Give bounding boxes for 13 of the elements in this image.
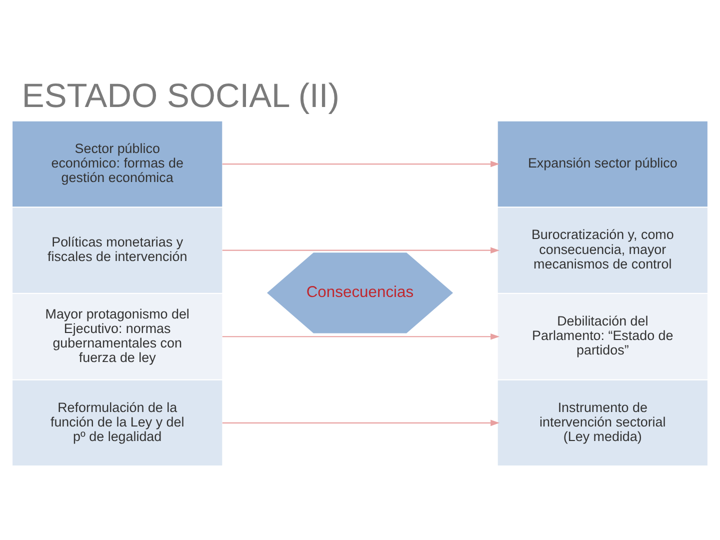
node-box: Instrumento de intervención sectorial (Ley medida) [498,380,708,466]
node-box: Mayor protagonismo del Ejecutivo: normas gubernamentales con fuerza de ley [12,294,222,379]
arrow [222,419,500,426]
node-box: Políticas monetarias y fiscales de intervención [12,207,222,292]
node-box: Burocratización y, como consecuencia, mayor mecanismos de control [498,207,708,292]
diagram-title: ESTADO SOCIAL (II) [22,77,340,114]
node-box: Debilitación del Parlamento: “Estado de partidos” [498,294,708,379]
node-box: Expansión sector público [498,120,708,206]
node-box: Reformulación de la función de la Ley y del pº de legalidad [12,380,222,466]
arrow [222,246,500,253]
node-box: Sector público económico: formas de gestión económica [12,120,222,206]
arrow [222,160,500,167]
arrow [222,332,500,340]
